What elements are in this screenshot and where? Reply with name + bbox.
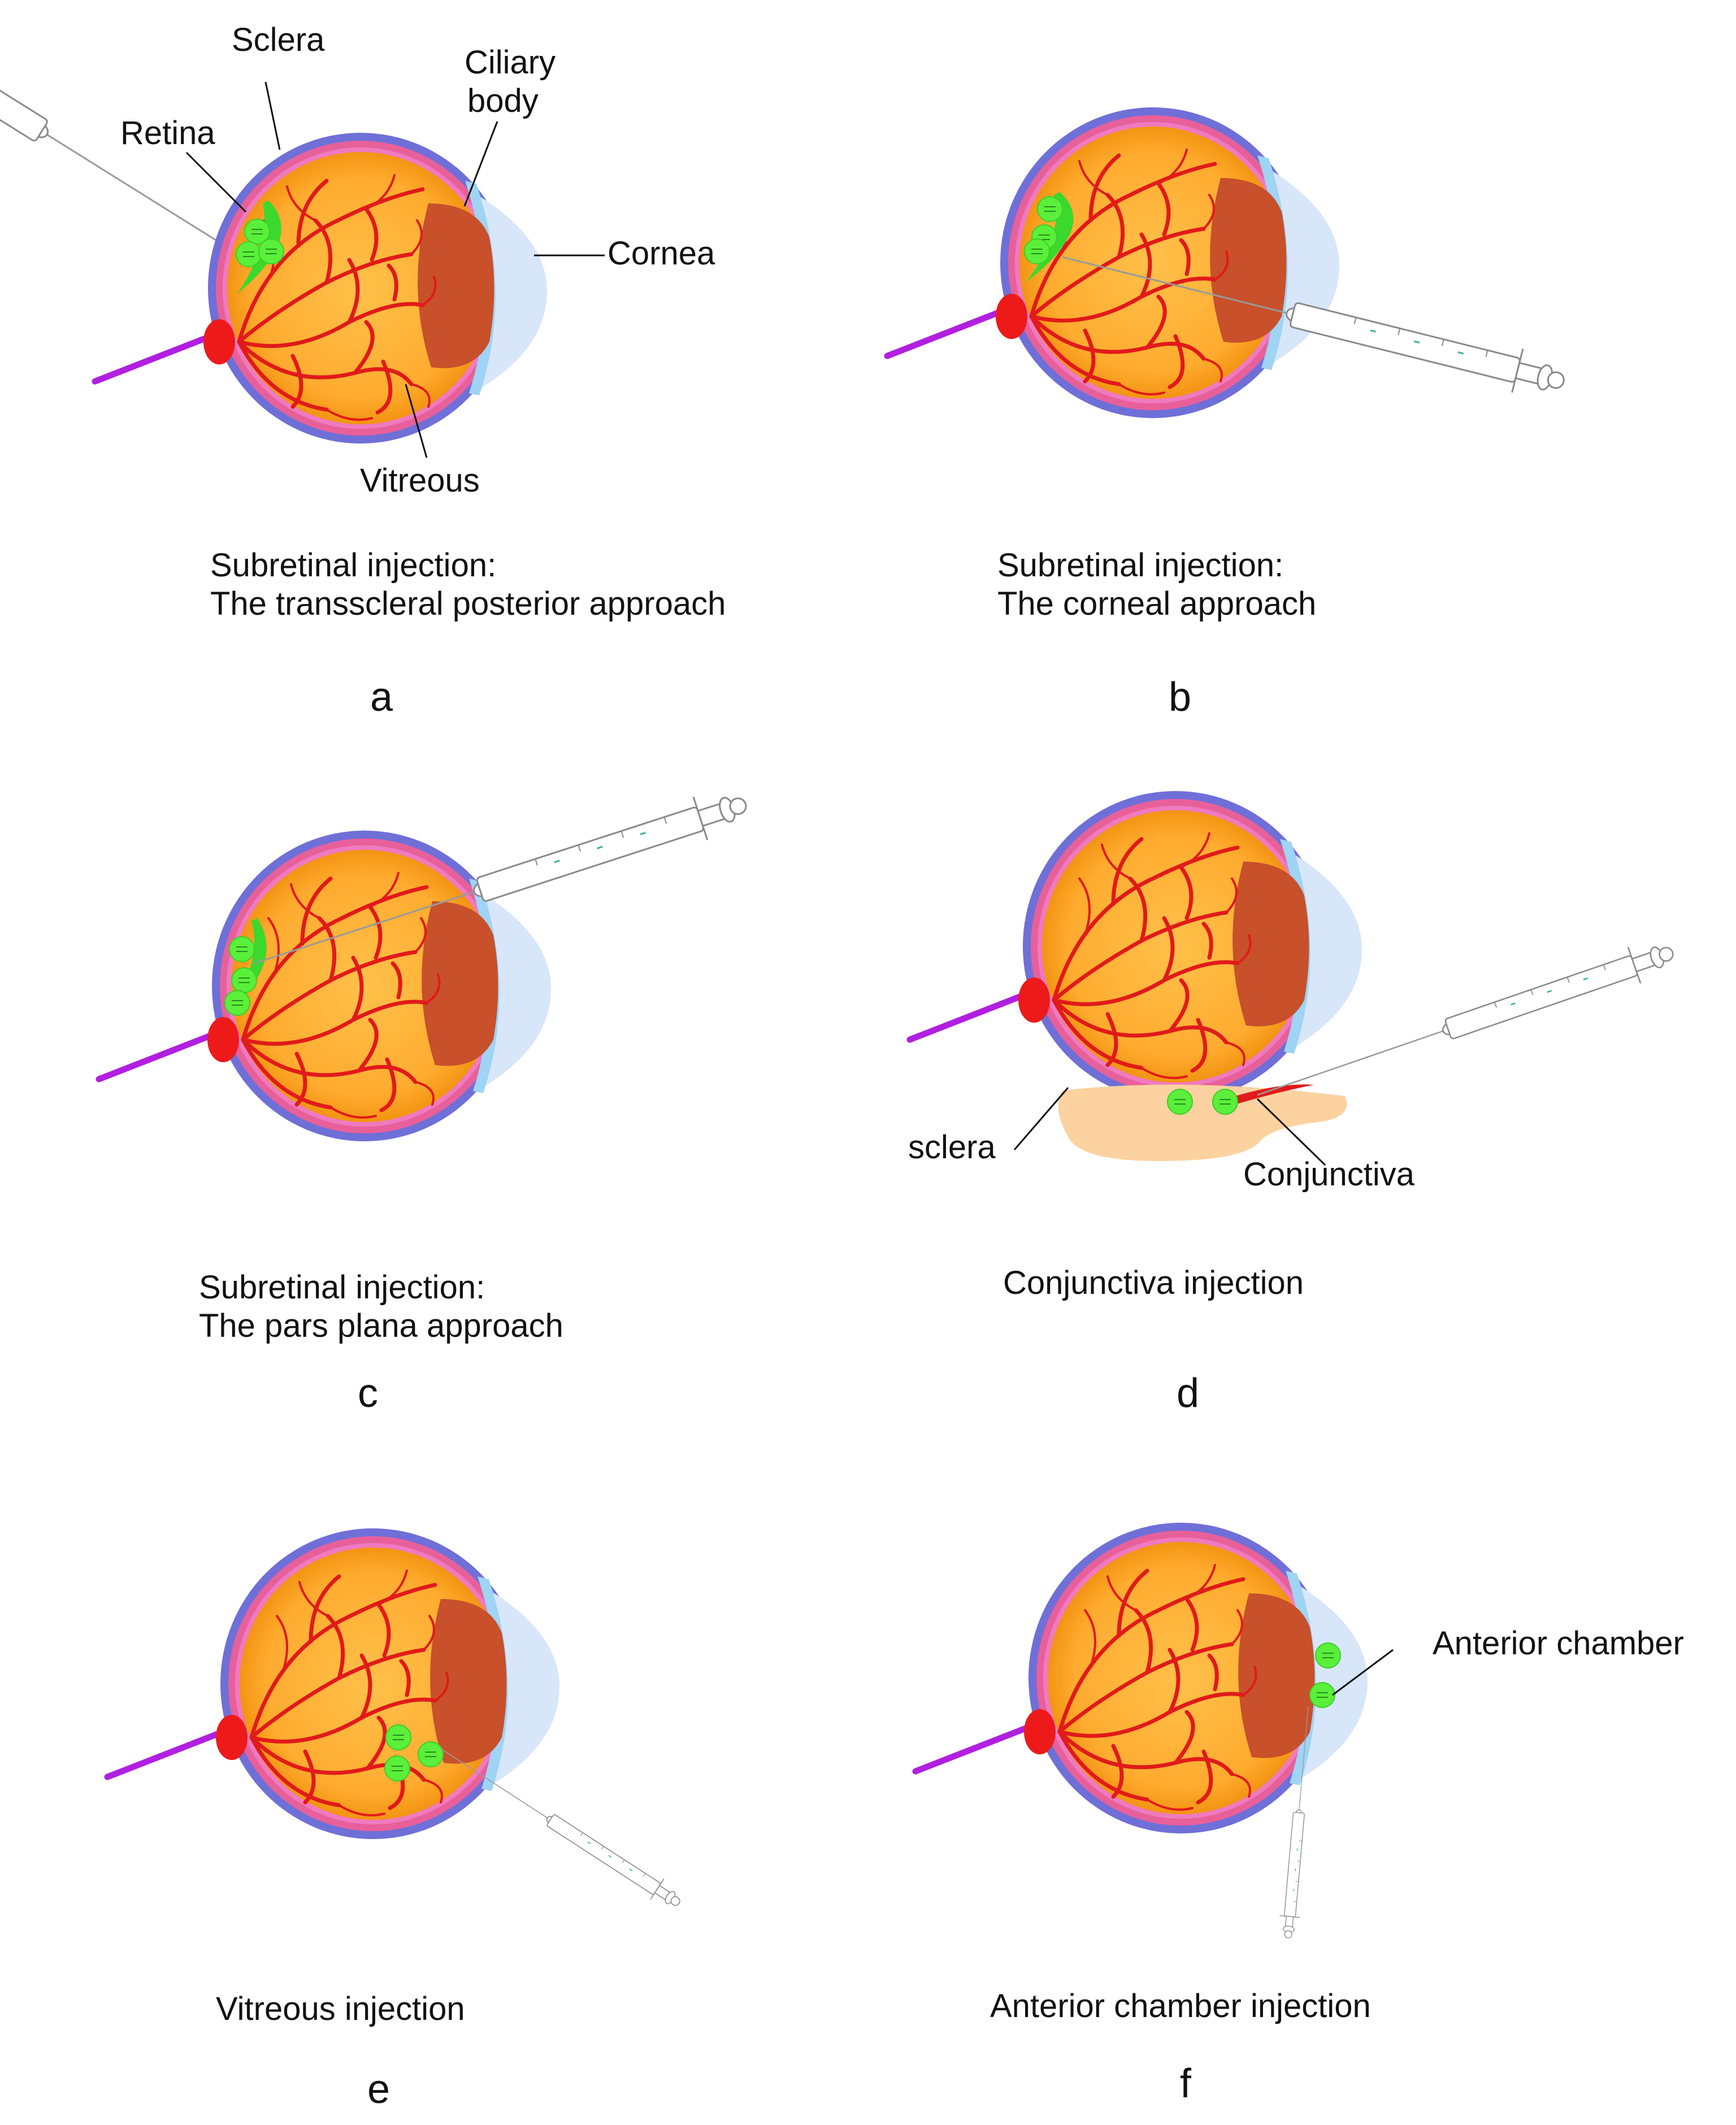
- label-sclera-lower: sclera: [908, 1129, 996, 1166]
- panel-e-vector-particle: [385, 1724, 411, 1750]
- label-conjunctiva: Conjunctiva: [1243, 1156, 1415, 1193]
- label-retina: Retina: [120, 115, 215, 151]
- panel-d-vector-particle: [1212, 1089, 1238, 1115]
- panel-b-caption-line1: Subretinal injection:: [997, 547, 1283, 584]
- panel-a-retinal-bleb: [237, 201, 281, 294]
- panel-c: Subretinal injection: The pars plana app…: [99, 781, 754, 1416]
- panel-a-caption-line2: The transscleral posterior approach: [210, 585, 726, 622]
- panel-f-eyeball: [915, 1523, 1368, 1833]
- panel-a-vector-particle: [236, 241, 262, 267]
- panel-b-caption-line2: The corneal approach: [997, 585, 1316, 622]
- label-anterior-chamber: Anterior chamber: [1433, 1625, 1684, 1662]
- label-sclera: Sclera: [232, 21, 325, 58]
- panel-d-vector-particle: [1167, 1089, 1193, 1115]
- panel-c-letter: c: [358, 1371, 378, 1416]
- label-vitreous: Vitreous: [360, 462, 480, 499]
- panel-f: Anterior chamber Anterior chamber inject…: [915, 1523, 1684, 2106]
- panel-c-vector-particle: [229, 936, 255, 962]
- panel-a-vector-particle: [258, 238, 284, 264]
- panel-b: Subretinal injection: The corneal approa…: [887, 107, 1570, 720]
- panel-a-caption-line1: Subretinal injection:: [210, 547, 496, 584]
- panel-c-vector-particle: [224, 990, 250, 1016]
- panel-d-sclera-tissue: [1058, 1084, 1347, 1161]
- label-ciliary-line1: Ciliary: [465, 44, 555, 81]
- panel-d-eyeball: [910, 791, 1362, 1102]
- panel-d: sclera Conjunctiva Conjunctiva injection…: [908, 791, 1679, 1416]
- panel-b-vector-particle: [1037, 196, 1063, 222]
- panel-c-caption-line1: Subretinal injection:: [199, 1269, 485, 1306]
- label-ciliary-line2: body: [467, 82, 539, 119]
- panel-b-vector-particle: [1024, 238, 1050, 264]
- panel-a-eyeball: [95, 133, 547, 444]
- panel-f-letter: f: [1180, 2061, 1192, 2106]
- panel-b-letter: b: [1169, 675, 1191, 720]
- panel-d-caption: Conjunctiva injection: [1003, 1264, 1304, 1301]
- panel-e-caption: Vitreous injection: [216, 1991, 465, 2027]
- panel-f-vector-particle: [1315, 1642, 1341, 1668]
- panel-f-vector-particle: [1309, 1682, 1335, 1708]
- panel-f-caption: Anterior chamber injection: [990, 1988, 1371, 2024]
- panel-a: Sclera Retina Ciliary body Cornea Vitreo…: [0, 0, 726, 720]
- panel-e-vector-particle: [418, 1741, 444, 1767]
- panel-c-caption-line2: The pars plana approach: [199, 1307, 563, 1344]
- panel-a-letter: a: [370, 675, 393, 720]
- panel-e-letter: e: [367, 2067, 390, 2112]
- panel-e-eyeball: [107, 1528, 559, 1839]
- panel-d-conjunctiva-flap: [1221, 1084, 1314, 1106]
- panel-b-eyeball: [887, 107, 1339, 418]
- panel-e-vector-particle: [384, 1755, 410, 1781]
- panel-d-letter: d: [1177, 1371, 1199, 1416]
- panel-c-vector-particle: [231, 967, 257, 993]
- panel-e: Vitreous injection e: [107, 1528, 687, 2112]
- panel-c-retinal-bleb: [229, 918, 267, 1011]
- label-cornea: Cornea: [607, 235, 715, 272]
